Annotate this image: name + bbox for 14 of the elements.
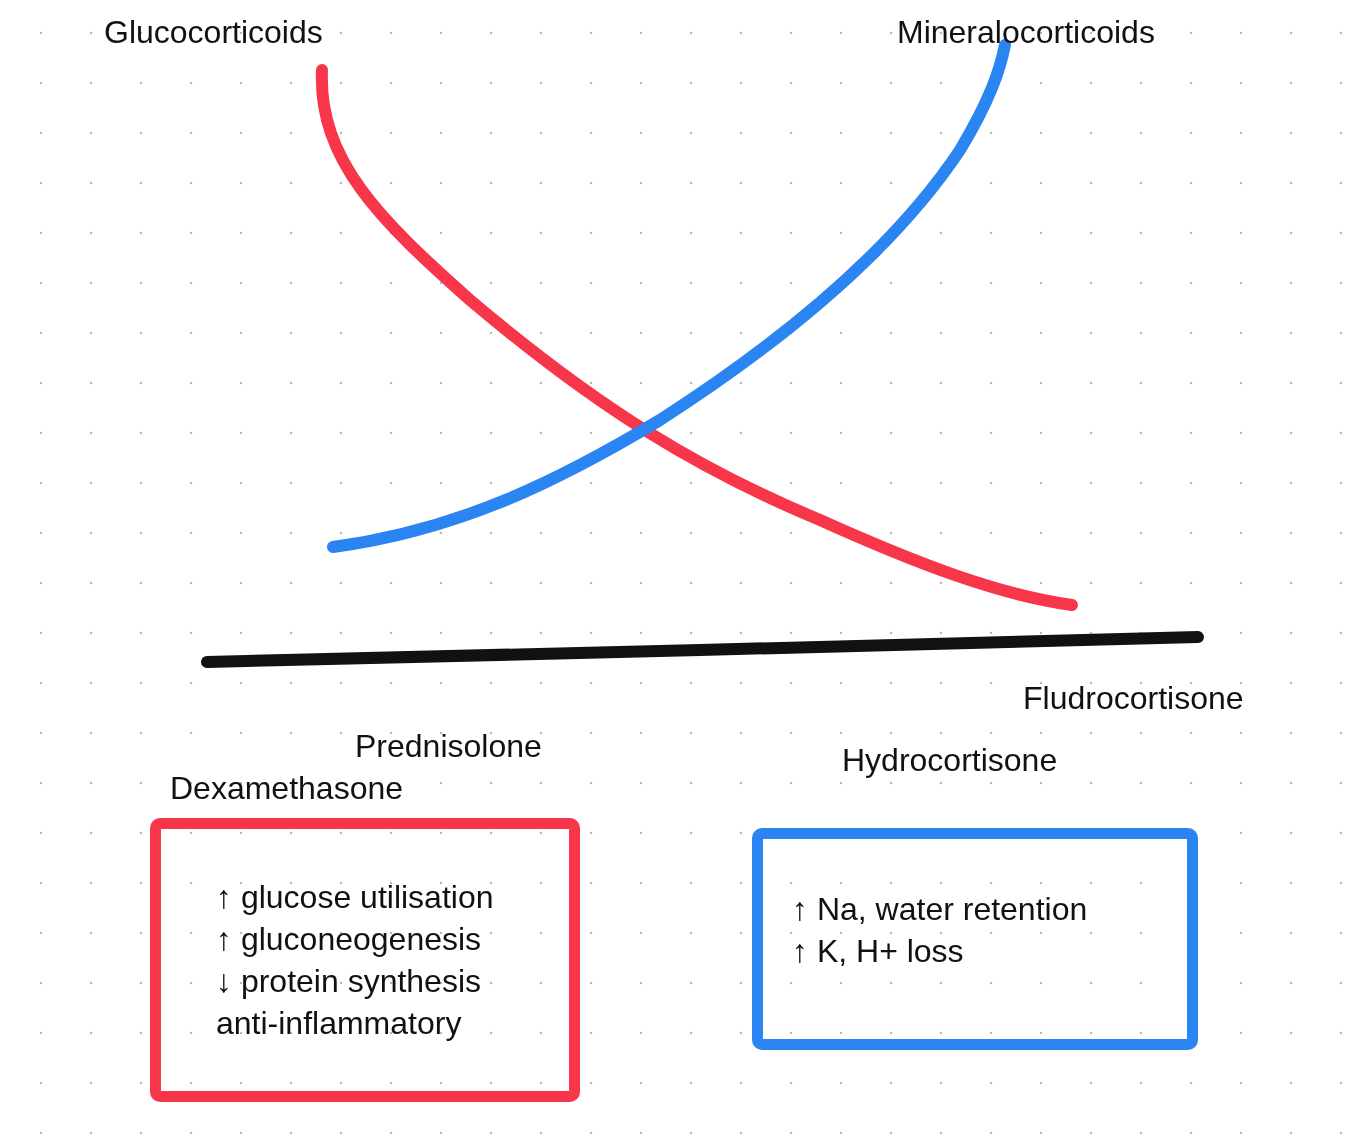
curve-label: Glucocorticoids	[104, 14, 323, 50]
drug-name: Dexamethasone	[170, 770, 404, 806]
effects-box	[752, 828, 1198, 1050]
effects-box	[150, 818, 580, 1102]
effect-text: ↓ protein synthesis	[216, 962, 481, 1001]
drug-name: Prednisolone	[355, 728, 542, 764]
curve-label: Mineralocorticoids	[897, 14, 1155, 50]
effect-text: ↑ Na, water retention	[792, 890, 1088, 929]
drug-name: Hydrocortisone	[842, 742, 1058, 778]
effect-text: ↑ K, H+ loss	[792, 932, 964, 971]
effect-text: ↑ gluconeogenesis	[216, 920, 482, 959]
effect-text: anti-inflammatory	[216, 1004, 462, 1043]
effect-text: ↑ glucose utilisation	[216, 878, 494, 917]
drug-name: Fludrocortisone	[1023, 680, 1244, 716]
